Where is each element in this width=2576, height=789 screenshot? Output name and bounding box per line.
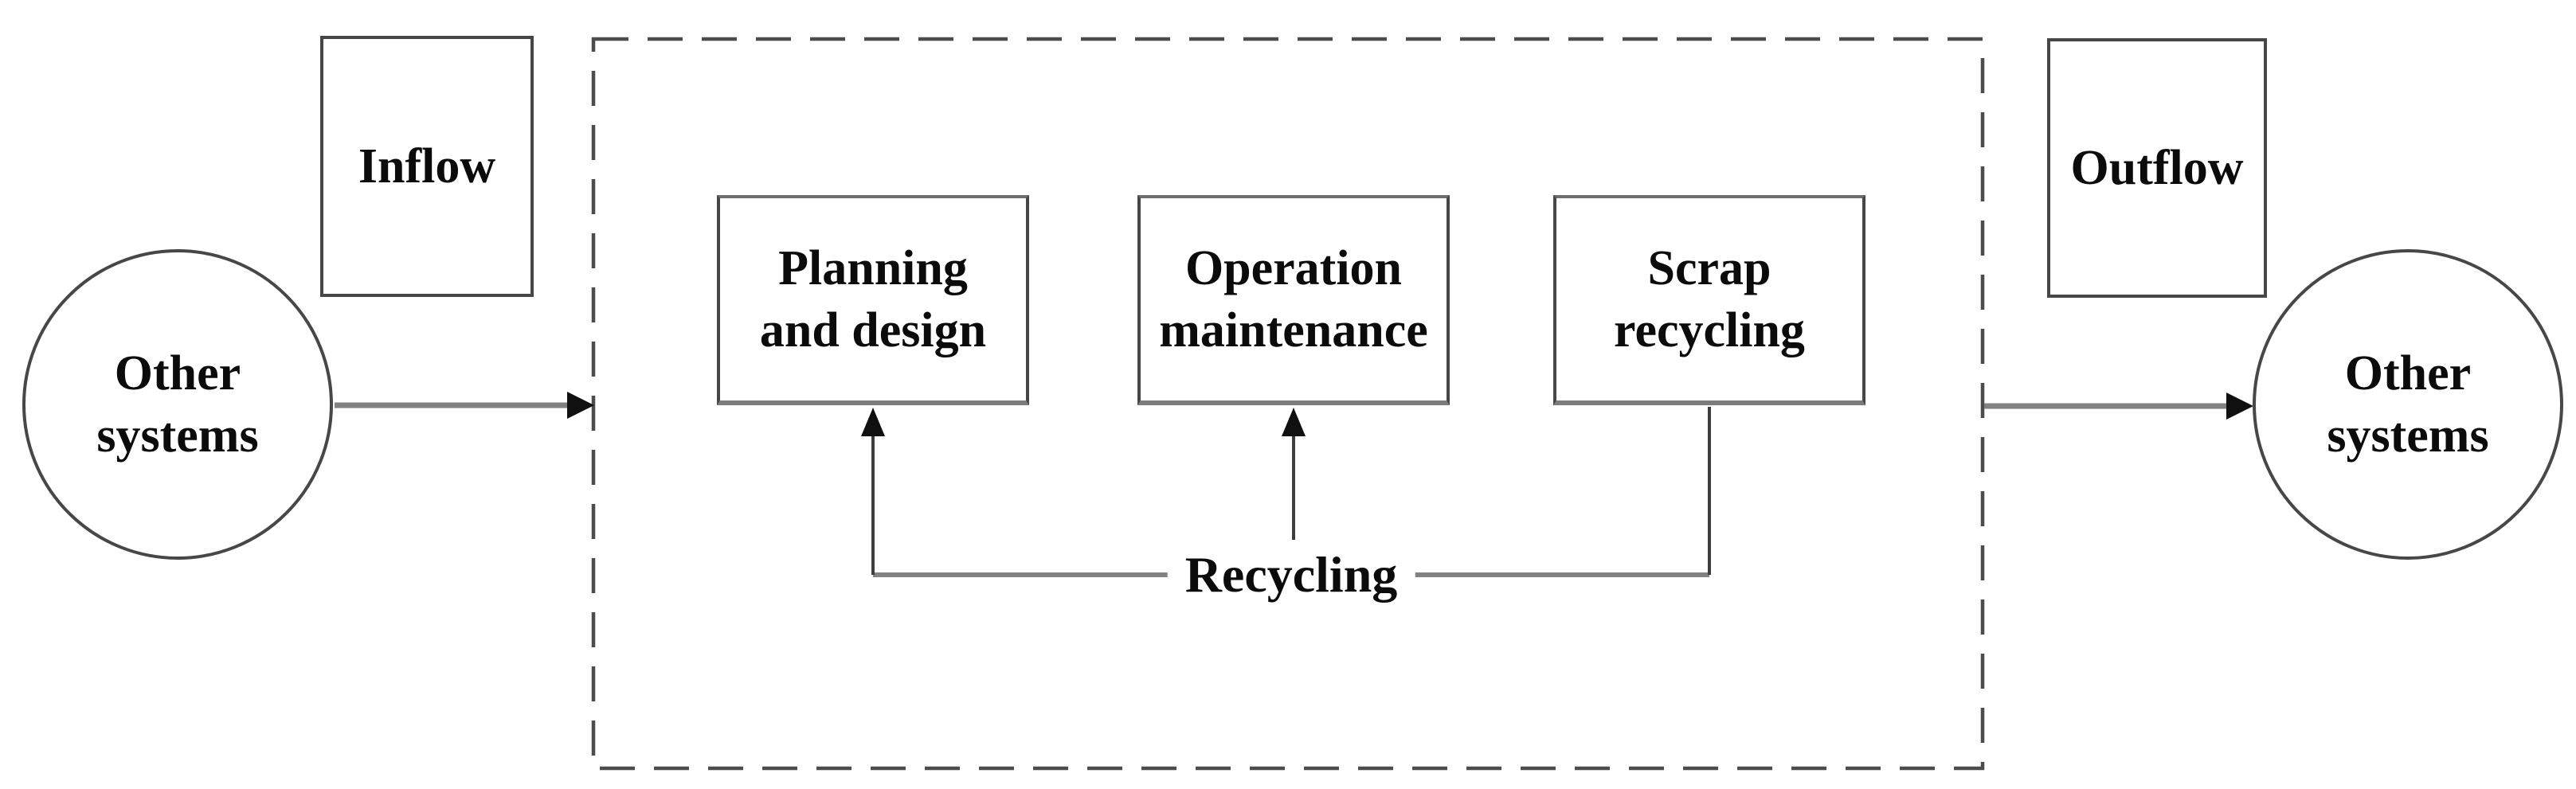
other-systems-source-circle: Other systems	[22, 249, 333, 560]
scrap-label-line2: recycling	[1614, 303, 1805, 357]
operation-label-line2: maintenance	[1159, 303, 1428, 357]
other-systems-source-label-line2: systems	[96, 408, 259, 463]
outflow-box: Outflow	[2047, 38, 2267, 298]
operation-label-line1: Operation	[1184, 241, 1403, 295]
planning-label-line1: Planning	[778, 241, 968, 295]
outflow-arrowhead	[2226, 393, 2253, 420]
inflow-arrowhead	[567, 392, 594, 419]
recycling-to-planning-arrowhead	[861, 408, 885, 436]
planning-and-design-box: Planning and design	[717, 195, 1029, 405]
inflow-label: Inflow	[358, 139, 496, 193]
other-systems-sink-label-line1: Other	[2344, 346, 2472, 400]
other-systems-sink-circle: Other systems	[2253, 249, 2563, 560]
recycling-to-operation-arrowhead	[1282, 408, 1306, 436]
inflow-box: Inflow	[320, 36, 534, 297]
outflow-label: Outflow	[2070, 141, 2244, 195]
planning-label-line2: and design	[759, 303, 987, 357]
system-boundary-dashed-box	[591, 37, 1985, 771]
outflow-arrow	[1984, 393, 2253, 420]
inflow-arrow	[335, 392, 594, 419]
other-systems-sink-label-line2: systems	[2327, 408, 2489, 463]
scrap-recycling-box: Scrap recycling	[1553, 195, 1865, 405]
other-systems-source-label-line1: Other	[114, 346, 241, 400]
recycling-label: Recycling	[1167, 546, 1415, 603]
operation-maintenance-box: Operation maintenance	[1137, 195, 1450, 405]
scrap-label-line1: Scrap	[1647, 241, 1771, 295]
